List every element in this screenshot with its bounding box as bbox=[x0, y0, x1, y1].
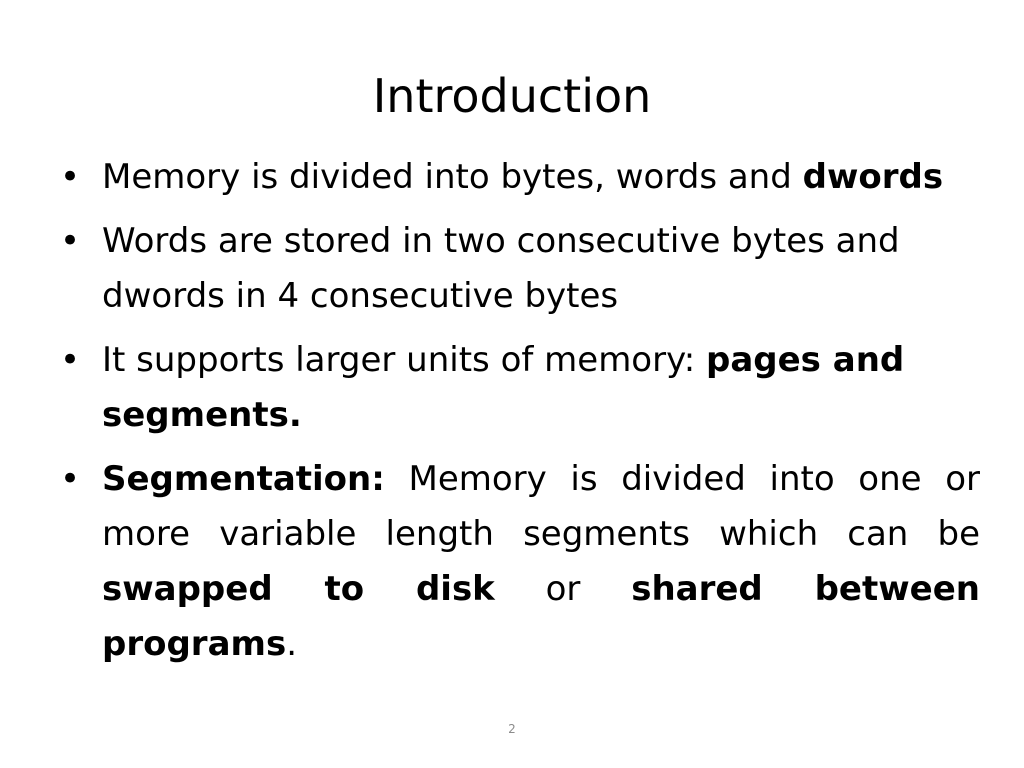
bullet-item-memory-division: • Memory is divided into bytes, words an… bbox=[60, 150, 980, 205]
bullet-dot-icon: • bbox=[60, 221, 81, 261]
bullet-text-part: It supports larger units of memory: bbox=[102, 340, 706, 380]
bullet-dot-icon: • bbox=[60, 157, 81, 197]
bullet-list: • Memory is divided into bytes, words an… bbox=[60, 150, 980, 681]
bullet-text: It supports larger units of memory: page… bbox=[102, 340, 904, 435]
bullet-text: Words are stored in two consecutive byte… bbox=[102, 221, 900, 316]
bullet-text-bold: swapped to disk bbox=[102, 569, 495, 609]
bullet-text: Memory is divided into bytes, words and … bbox=[102, 157, 943, 197]
bullet-item-segmentation: • Segmentation: Memory is divided into o… bbox=[60, 452, 980, 672]
page-number: 2 bbox=[508, 722, 516, 736]
bullet-text-bold: shared between programs bbox=[102, 569, 980, 664]
bullet-item-larger-units: • It supports larger units of memory: pa… bbox=[60, 333, 980, 443]
bullet-text-bold: pages and segments. bbox=[102, 340, 905, 435]
bullet-text-part: Memory is divided into bytes, words and bbox=[102, 157, 803, 197]
bullet-text-bold: dwords bbox=[802, 157, 944, 197]
bullet-dot-icon: • bbox=[60, 459, 81, 499]
bullet-text-part: . bbox=[286, 624, 297, 664]
bullet-text: Segmentation: Memory is divided into one… bbox=[102, 452, 980, 672]
bullet-item-word-storage: • Words are stored in two consecutive by… bbox=[60, 214, 980, 324]
bullet-text-part: or bbox=[494, 569, 632, 609]
bullet-text-part: Memory is divided into one or more varia… bbox=[102, 459, 980, 554]
bullet-text-bold: Segmentation: bbox=[102, 459, 385, 499]
bullet-dot-icon: • bbox=[60, 340, 81, 380]
bullet-text-part: Words are stored in two consecutive byte… bbox=[102, 221, 900, 316]
slide-title: Introduction bbox=[372, 69, 652, 123]
